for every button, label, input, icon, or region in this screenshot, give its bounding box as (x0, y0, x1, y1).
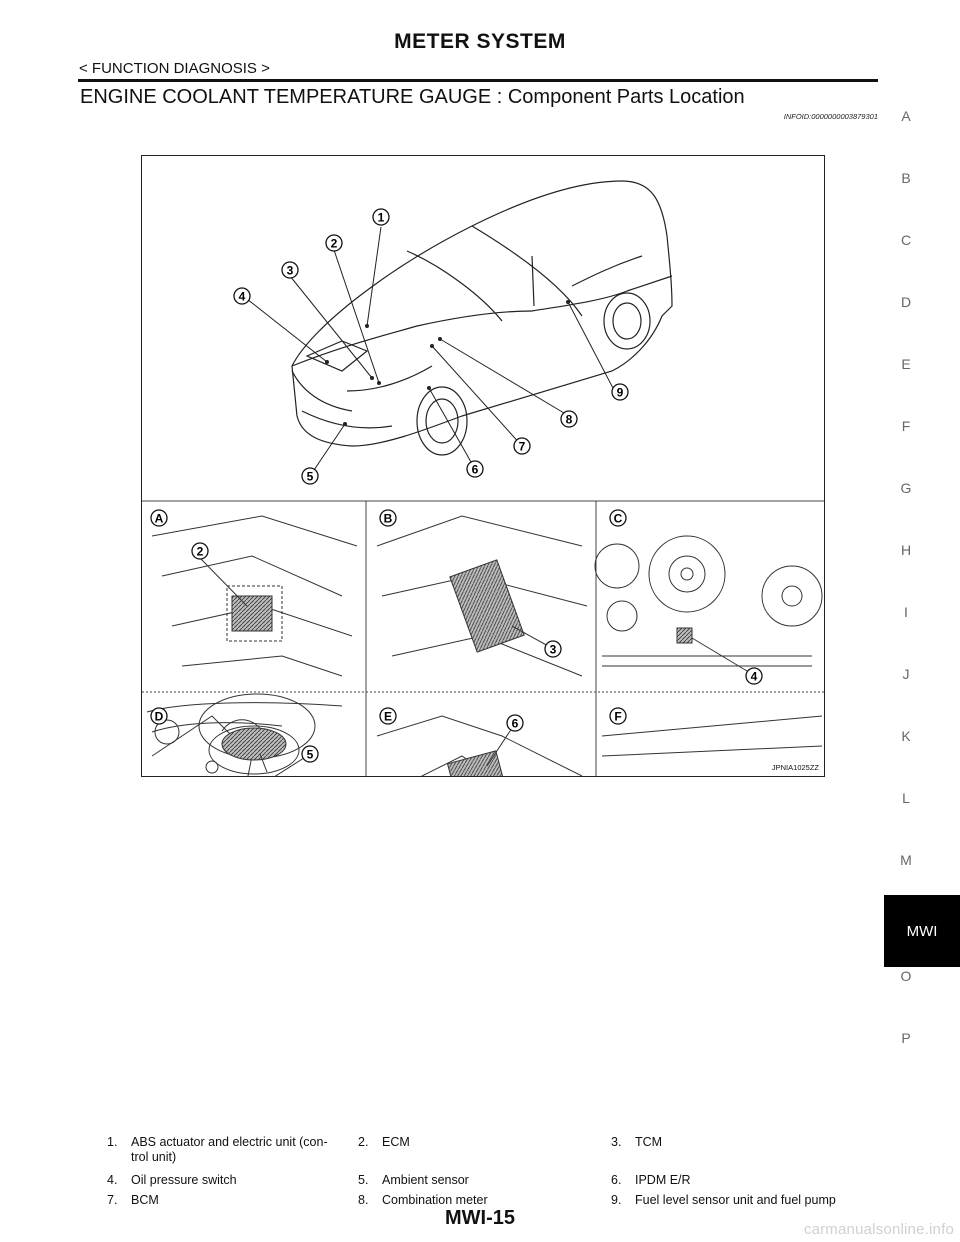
component-figure: 123456789A2B3C4D5E6F7G9 JPNIA1025ZZ (141, 155, 825, 777)
svg-text:1: 1 (378, 211, 385, 225)
svg-text:7: 7 (519, 440, 526, 454)
side-index-letter-k[interactable]: K (901, 728, 911, 744)
legend-number: 6. (611, 1173, 622, 1187)
legend-number: 7. (107, 1193, 118, 1207)
svg-text:F: F (614, 710, 621, 724)
car-callout-8: 8 (560, 410, 578, 428)
legend-number: 2. (358, 1135, 369, 1149)
svg-text:4: 4 (751, 670, 758, 684)
svg-text:2: 2 (331, 237, 338, 251)
svg-text:3: 3 (287, 264, 294, 278)
svg-text:B: B (384, 512, 393, 526)
panel-label-a: A (150, 509, 168, 527)
panel-label-b: B (379, 509, 397, 527)
side-index-letter-o[interactable]: O (900, 968, 912, 984)
legend-text: Combination meter (382, 1193, 488, 1207)
legend-text: TCM (635, 1135, 663, 1149)
header-rule (78, 79, 878, 82)
panel-a-callout: 2 (191, 542, 209, 560)
panel-label-c: C (609, 509, 627, 527)
callout-layer: 123456789A2B3C4D5E6F7G9 (150, 208, 763, 763)
side-index-letter-g[interactable]: G (900, 480, 912, 496)
legend-number: 9. (611, 1193, 622, 1207)
breadcrumb: < FUNCTION DIAGNOSIS > (79, 60, 270, 77)
panel-e-callout: 6 (506, 714, 524, 732)
legend-number: 4. (107, 1173, 118, 1187)
figure-image-id: JPNIA1025ZZ (771, 763, 819, 772)
legend-text-continued: trol unit) (131, 1150, 177, 1164)
side-index-letter-b[interactable]: B (901, 170, 911, 186)
svg-text:3: 3 (550, 643, 557, 657)
panel-d-callout: 5 (301, 745, 319, 763)
car-callout-4: 4 (233, 287, 251, 305)
legend-number: 5. (358, 1173, 369, 1187)
svg-text:9: 9 (617, 386, 624, 400)
info-id: INFOID:0000000003879301 (783, 112, 878, 121)
page-title: METER SYSTEM (394, 30, 566, 53)
figure-drawing (142, 180, 824, 776)
side-index-letter-l[interactable]: L (902, 790, 910, 806)
panel-label-f: F (609, 707, 627, 725)
side-index-letter-p[interactable]: P (901, 1030, 911, 1046)
side-index-letter-h[interactable]: H (900, 542, 912, 558)
side-index-letter-m[interactable]: M (900, 852, 912, 868)
svg-text:5: 5 (307, 748, 314, 762)
svg-text:4: 4 (239, 290, 246, 304)
car-callout-3: 3 (281, 261, 299, 279)
legend-text: Oil pressure switch (131, 1173, 237, 1187)
section-title: ENGINE COOLANT TEMPERATURE GAUGE : Compo… (80, 86, 745, 108)
svg-text:8: 8 (566, 413, 573, 427)
legend-text: ABS actuator and electric unit (con- (131, 1135, 328, 1149)
side-index-letter-f[interactable]: F (901, 418, 911, 434)
panel-c-callout: 4 (745, 667, 763, 685)
svg-text:5: 5 (307, 470, 314, 484)
svg-text:E: E (384, 710, 392, 724)
legend-text: ECM (382, 1135, 410, 1149)
side-index-letter-e[interactable]: E (901, 356, 911, 372)
car-callout-9: 9 (611, 383, 629, 401)
svg-text:2: 2 (197, 545, 204, 559)
car-callout-2: 2 (325, 234, 343, 252)
svg-text:6: 6 (472, 463, 479, 477)
panel-label-d: D (150, 707, 168, 725)
legend-number: 3. (611, 1135, 622, 1149)
watermark: carmanualsonline.info (803, 1221, 954, 1238)
car-illustration (291, 180, 673, 456)
panel-sketches (151, 515, 823, 776)
car-callout-6: 6 (466, 460, 484, 478)
car-callout-1: 1 (372, 208, 390, 226)
car-callout-5: 5 (301, 467, 319, 485)
panel-b-callout: 3 (544, 640, 562, 658)
svg-text:C: C (614, 512, 623, 526)
panel-label-e: E (379, 707, 397, 725)
panel-g-sketch (146, 702, 343, 775)
side-index-letter-i[interactable]: I (904, 604, 908, 620)
legend-number: 1. (107, 1135, 118, 1149)
svg-text:D: D (155, 710, 164, 724)
legend-text: BCM (131, 1193, 159, 1207)
side-index-letter-j[interactable]: J (902, 666, 910, 682)
legend-text: Fuel level sensor unit and fuel pump (635, 1193, 836, 1207)
side-index-active-tab[interactable]: MWI (884, 895, 960, 967)
page-number: MWI-15 (445, 1207, 515, 1229)
side-index-letter-c[interactable]: C (900, 232, 912, 248)
legend-number: 8. (358, 1193, 369, 1207)
side-index-letter-d[interactable]: D (900, 294, 912, 310)
side-index-letter-a[interactable]: A (901, 108, 911, 124)
car-callout-7: 7 (513, 437, 531, 455)
legend-text: Ambient sensor (382, 1173, 469, 1187)
svg-text:A: A (155, 512, 164, 526)
legend-text: IPDM E/R (635, 1173, 691, 1187)
svg-text:6: 6 (512, 717, 519, 731)
